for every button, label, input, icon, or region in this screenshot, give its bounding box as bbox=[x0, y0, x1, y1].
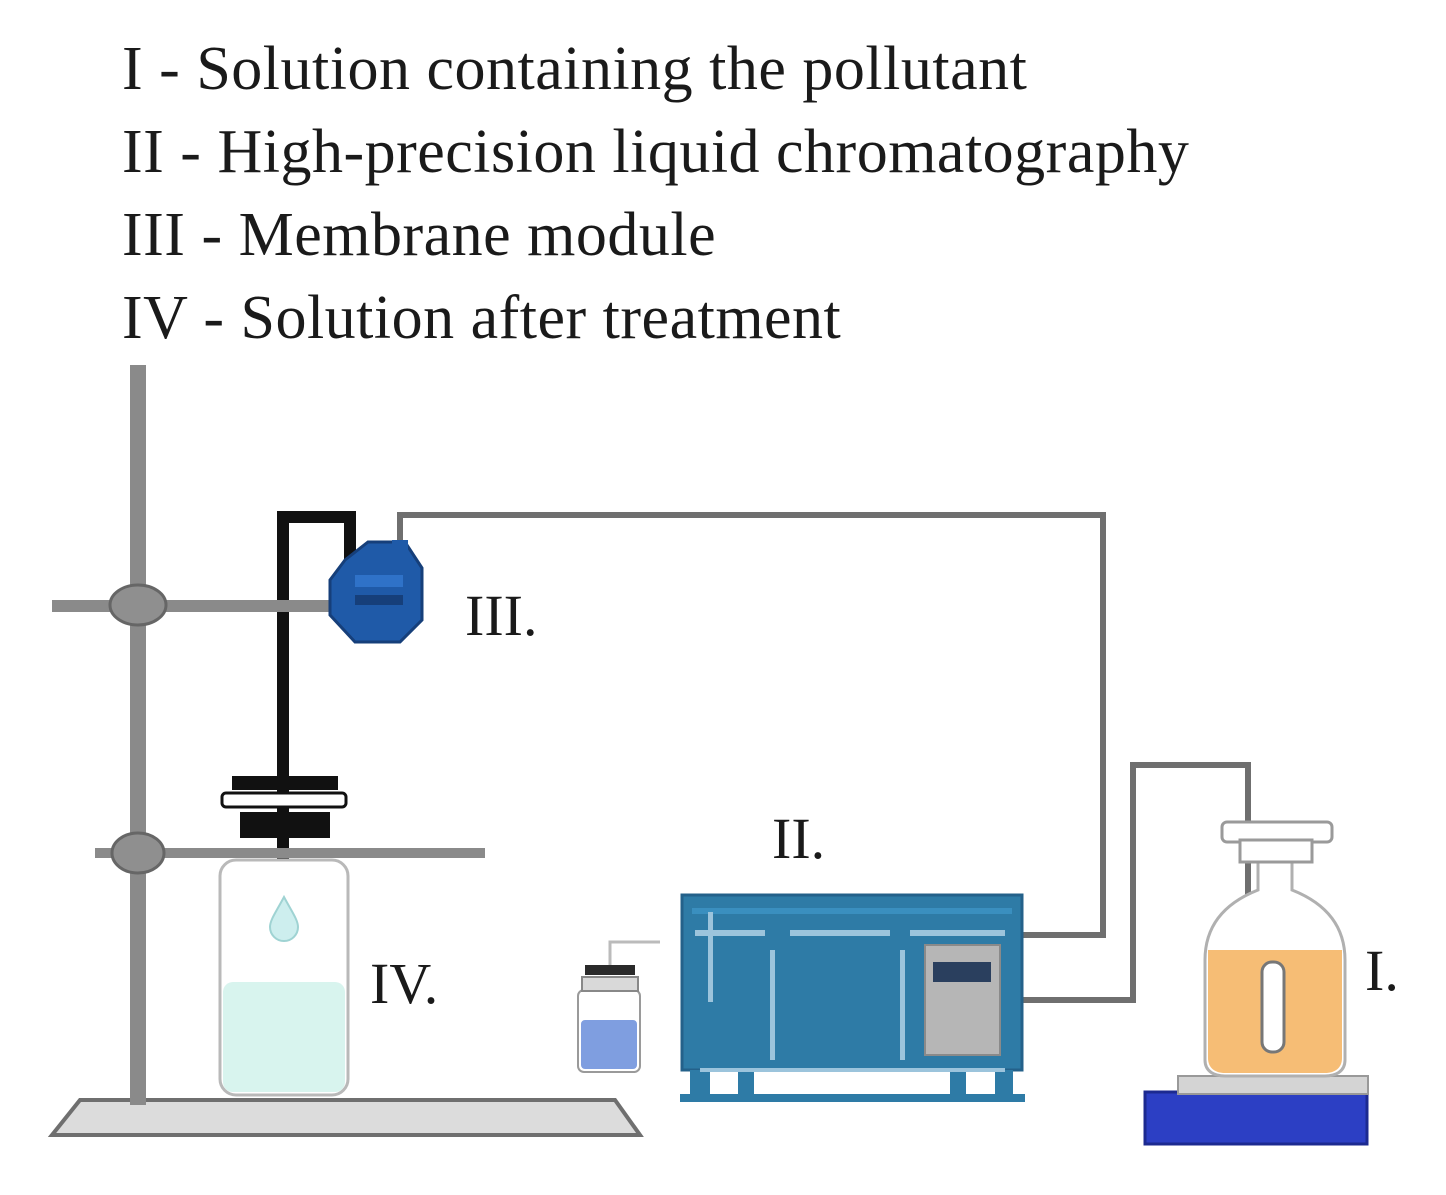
legend: I - Solution containing the pollutant II… bbox=[122, 28, 1189, 360]
stand-base bbox=[47, 1098, 644, 1137]
retort-stand bbox=[47, 365, 644, 1137]
tube-membrane-to-collector bbox=[277, 511, 356, 870]
stand-rod bbox=[130, 365, 146, 1105]
hplc-unit bbox=[680, 893, 1025, 1102]
label-source: I. bbox=[1365, 938, 1399, 1003]
legend-item-2: II - High-precision liquid chromatograph… bbox=[122, 118, 1190, 186]
upper-clamp-knob bbox=[108, 583, 168, 627]
magnetic-stirrer bbox=[1143, 1090, 1369, 1146]
legend-item-4: IV - Solution after treatment bbox=[122, 284, 842, 352]
collection-bottle bbox=[218, 776, 350, 1097]
lower-clamp-knob bbox=[110, 831, 166, 875]
membrane-module bbox=[328, 540, 424, 644]
droplet-icon bbox=[268, 894, 300, 942]
label-hplc: II. bbox=[772, 806, 825, 871]
label-collection: IV. bbox=[370, 951, 438, 1016]
treated-solution-fill bbox=[223, 982, 345, 1092]
tube-hplc-to-membrane bbox=[397, 512, 1106, 938]
label-membrane-module: III. bbox=[465, 583, 537, 648]
upper-clamp-arm bbox=[52, 600, 352, 612]
source-bottle bbox=[1143, 820, 1369, 1146]
lower-clamp-arm bbox=[95, 848, 485, 858]
legend-item-1: I - Solution containing the pollutant bbox=[122, 35, 1028, 103]
solvent-vial bbox=[577, 940, 660, 1073]
legend-item-3: III - Membrane module bbox=[122, 201, 717, 269]
